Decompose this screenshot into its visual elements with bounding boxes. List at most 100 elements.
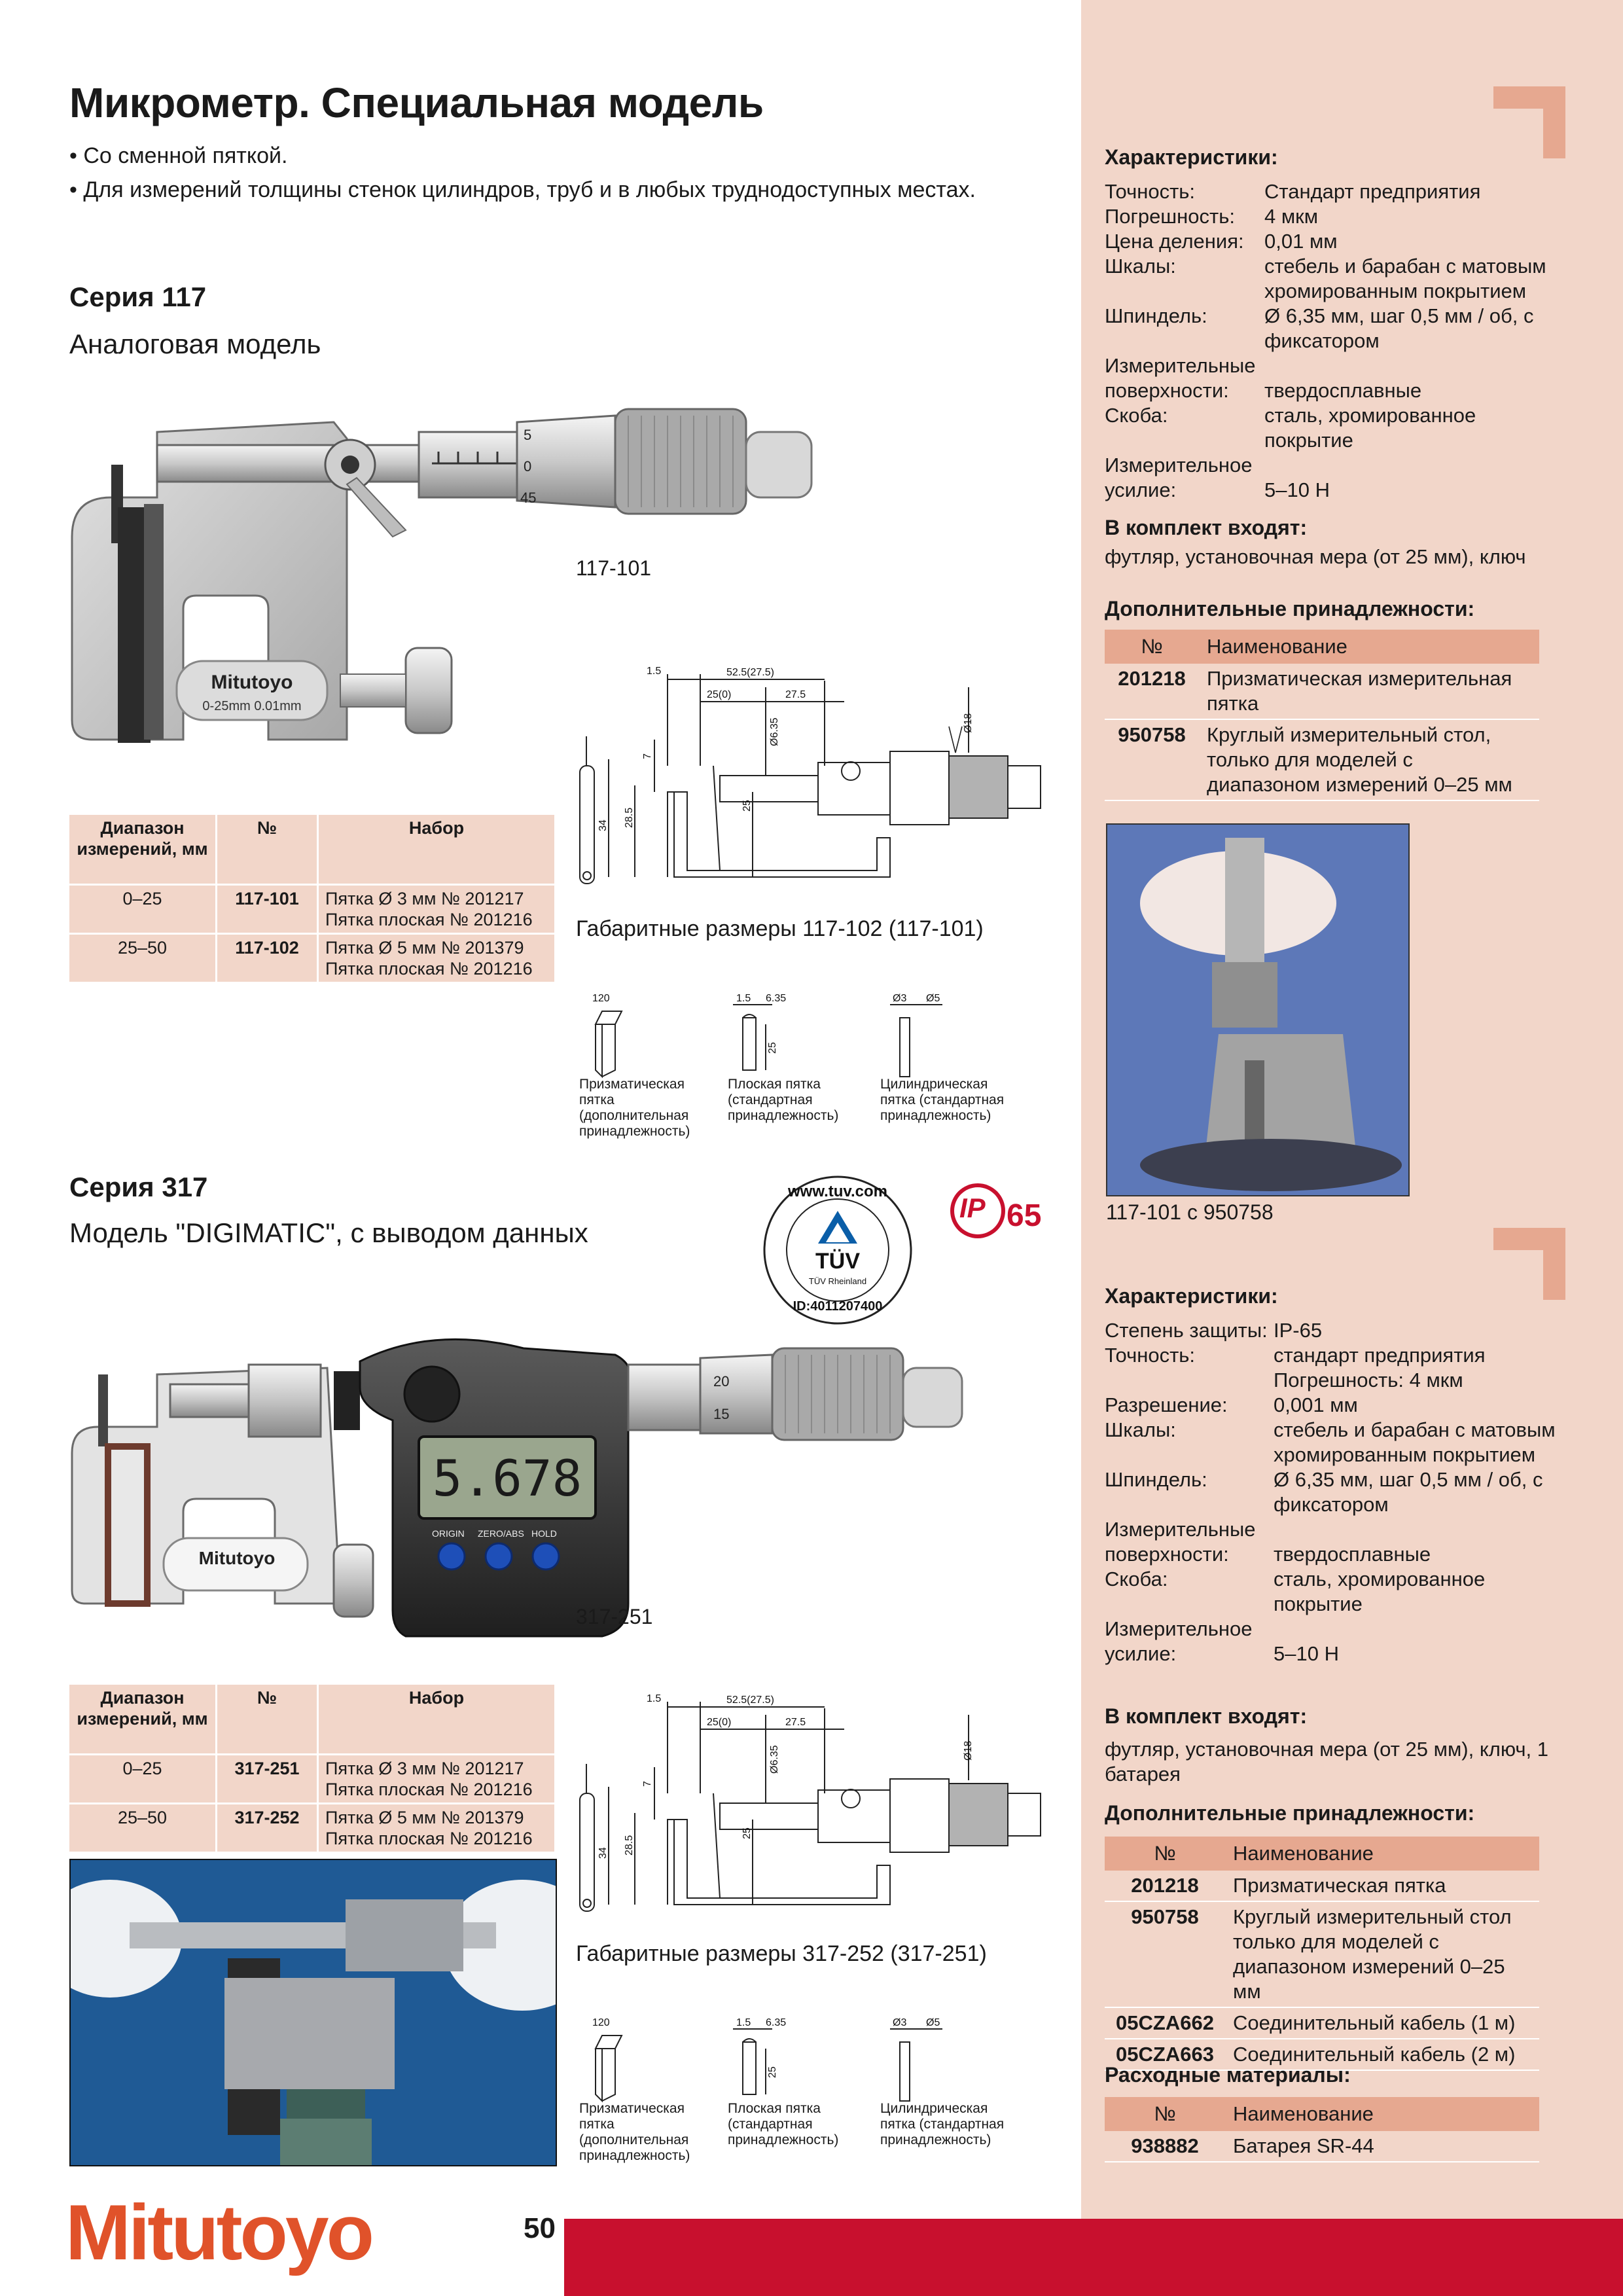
accessories-title-317: Дополнительные принадлежности: (1105, 1801, 1475, 1825)
table-header: Наименование (1225, 1837, 1539, 1871)
table-cell-range: 25–50 (69, 935, 217, 984)
table-cell-code: 317-252 (217, 1804, 319, 1854)
spec-value: твердосплавные (1264, 379, 1422, 402)
anvil-types-317: 120 1.5 6.35 25 Ø3 Ø5 (592, 2017, 942, 2103)
spec-key: Разрешение: (1105, 1393, 1228, 1416)
spec-key: Шпиндель: (1105, 304, 1207, 327)
product-code-117-101: 117-101 (576, 556, 652, 580)
set-item: Пятка плоская № 201216 (325, 1780, 533, 1799)
accessory-name: Круглый измерительный стол, только для м… (1199, 719, 1539, 801)
dim-label: 7 (642, 753, 653, 759)
consumables-title: Расходные материалы: (1105, 2063, 1351, 2087)
spec-row: Точность:стандарт предприятия Погрешност… (1105, 1343, 1563, 1393)
tuv-id: ID:4011207400 (793, 1299, 883, 1314)
kit-title-317: В комплект входят: (1105, 1704, 1308, 1728)
consumable-name: Батарея SR-44 (1225, 2131, 1539, 2162)
ip-number: 65 (1007, 1198, 1042, 1233)
anvil-label: Ø5 (926, 2017, 940, 2028)
spec-row: Измерительные поверхности: твердосплавные (1105, 353, 1563, 403)
anvil-caption: Плоская пятка (стандартная принадлежност… (728, 2101, 839, 2147)
series-317-title: Серия 317 (69, 1172, 208, 1202)
spec-value: Ø 6,35 мм, шаг 0,5 мм / об, с фиксатором (1274, 1468, 1543, 1516)
thimble-mark: 15 (713, 1406, 729, 1422)
footer-red-bar (564, 2219, 1623, 2296)
spec-key: Шкалы: (1105, 255, 1176, 278)
spec-row: Скоба: сталь, хромированное покрытие (1105, 403, 1563, 453)
button-label: ORIGIN (432, 1528, 465, 1539)
anvil-label: 120 (592, 993, 610, 1004)
accessory-name: Круглый измерительный стол только для мо… (1225, 1901, 1539, 2008)
accessory-number: 201218 (1105, 1871, 1225, 1902)
spec-row: Шпиндель:Ø 6,35 мм, шаг 0,5 мм / об, с ф… (1105, 1467, 1563, 1517)
spec-key: Скоба: (1105, 404, 1168, 427)
photo-caption-117: 117-101 с 950758 (1106, 1200, 1274, 1224)
dim-label: 52.5(27.5) (726, 1695, 774, 1706)
table-header: Наименование (1199, 630, 1539, 664)
series-317-subtitle: Модель "DIGIMATIC", с выводом данных (69, 1217, 588, 1248)
spec-value: сталь, хромированное покрытие (1274, 1568, 1486, 1615)
dim-label: 27.5 (785, 689, 806, 700)
anvil-caption: Призматическая пятка (дополнительная при… (579, 2101, 690, 2163)
table-cell-set: Пятка Ø 5 мм № 201379 Пятка плоская № 20… (319, 935, 554, 984)
table-header-set: Набор (319, 1685, 554, 1755)
anvil-label: 25 (767, 2066, 778, 2078)
spec-row: Шкалы: стебель и барабан с матовым хромир… (1105, 254, 1563, 304)
anvil-caption: Призматическая пятка (дополнительная при… (579, 1077, 690, 1139)
table-cell-code: 117-102 (217, 935, 319, 984)
table-cell-range: 0–25 (69, 1755, 217, 1804)
anvil-label: 1.5 (736, 2017, 751, 2028)
spec-value: стандарт предприятия Погрешность: 4 мкм (1274, 1344, 1486, 1391)
spec-value: сталь, хромированное покрытие (1264, 404, 1476, 452)
ip-label: IP (959, 1193, 986, 1223)
table-cell-range: 25–50 (69, 1804, 217, 1854)
anvil-label: 25 (767, 1042, 778, 1054)
table-header: Наименование (1225, 2097, 1539, 2131)
dim-label: 25 (741, 1827, 753, 1839)
spec-value: стебель и барабан с матовым хромированны… (1264, 255, 1546, 302)
series-117-title: Серия 117 (69, 281, 207, 312)
spec-row: Измерительное усилие:5–10 Н (1105, 1617, 1563, 1666)
table-cell-code: 117-101 (217, 886, 319, 935)
spec-value: 0,01 мм (1264, 230, 1338, 253)
spec-row: Измерительное усилие:5–10 Н (1105, 453, 1563, 503)
table-header: № (1105, 630, 1199, 664)
spec-row: Цена деления:0,01 мм (1105, 229, 1563, 254)
frame-brand-label: Mitutoyo (199, 1548, 276, 1568)
spec-key: Скоба: (1105, 1568, 1168, 1590)
set-item: Пятка Ø 3 мм № 201217 (325, 889, 524, 908)
accessory-number: 05CZA663 (1105, 2039, 1225, 2071)
spec-key: Точность: (1105, 180, 1196, 203)
dim-label: 1.5 (647, 666, 661, 677)
dim-label: 52.5(27.5) (726, 667, 774, 678)
spec-value: Стандарт предприятия (1264, 180, 1481, 203)
table-cell-set: Пятка Ø 5 мм № 201379 Пятка плоская № 20… (319, 1804, 554, 1854)
specs-title-117: Характеристики: (1105, 145, 1278, 169)
anvil-caption: Цилиндрическая пятка (стандартная принад… (880, 2101, 1005, 2147)
set-item: Пятка плоская № 201216 (325, 1829, 533, 1848)
thimble-mark: 5 (524, 427, 531, 443)
spec-value: 5–10 Н (1274, 1642, 1339, 1665)
product-code-317-251: 317-251 (576, 1605, 653, 1628)
thimble-mark: 0 (524, 458, 531, 475)
spec-value: 0,001 мм (1274, 1393, 1358, 1416)
specs-list-317: Степень защиты:IP-65 Точность:стандарт п… (1105, 1318, 1563, 1666)
spec-key: Измерительные поверхности: (1105, 354, 1256, 402)
anvil-caption: Цилиндрическая пятка (стандартная принад… (880, 1077, 1005, 1123)
kit-title-117: В комплект входят: (1105, 516, 1308, 539)
thimble-mark: 20 (713, 1373, 729, 1390)
dimension-drawing-317: 1.5 52.5(27.5) 25(0) 27.5 Ø6.35 Ø18 7 34… (579, 1693, 1041, 1912)
button-label: ZERO/ABS (478, 1528, 524, 1539)
tuv-certification-badge: www.tuv.com TÜV TÜV Rheinland ID:4011207… (763, 1175, 912, 1325)
anvil-types-117: 120 1.5 6.35 25 Ø3 Ø5 (592, 993, 942, 1079)
ip65-badge: IP 65 (950, 1183, 1055, 1242)
accessory-name: Призматическая измерительная пятка (1199, 664, 1539, 720)
spec-row: Скоба: сталь, хромированное покрытие (1105, 1567, 1563, 1617)
spec-key: Измерительные поверхности: (1105, 1518, 1256, 1566)
